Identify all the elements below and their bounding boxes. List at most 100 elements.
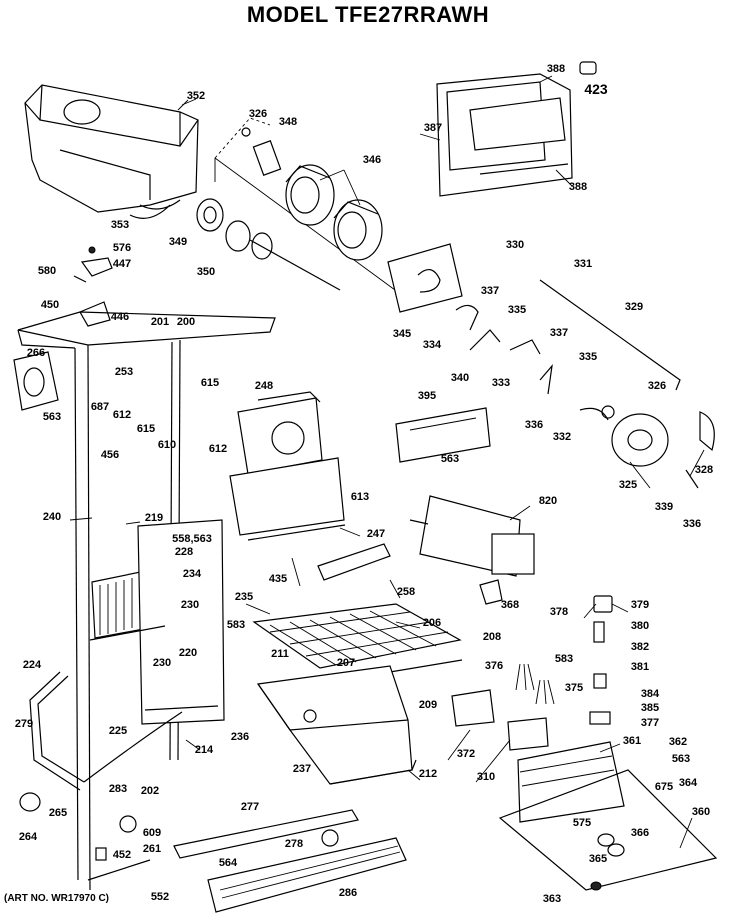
part-label-p200: 200 [177, 316, 195, 328]
part-label-p331: 331 [574, 258, 592, 270]
part-label-p379: 379 [631, 599, 649, 611]
part-label-p363: 363 [543, 893, 561, 905]
part-label-p364: 364 [679, 777, 698, 789]
part-label-p388a: 388 [547, 63, 565, 75]
part-label-p580: 580 [38, 265, 56, 277]
part-label-p446: 446 [111, 311, 129, 323]
part-label-p687: 687 [91, 401, 109, 413]
part-label-p583b: 583 [555, 653, 573, 665]
toe-grille-drawing [95, 809, 407, 913]
part-label-p328: 328 [695, 464, 713, 476]
part-label-p388b: 388 [569, 181, 587, 193]
part-label-p336b: 336 [683, 518, 701, 530]
part-label-p310: 310 [477, 771, 495, 783]
part-label-p277: 277 [241, 801, 259, 813]
part-label-p337b: 337 [550, 327, 568, 339]
part-label-p336a: 336 [525, 419, 543, 431]
part-label-p286: 286 [339, 887, 357, 899]
part-label-p372: 372 [457, 748, 475, 760]
part-label-p333: 333 [492, 377, 510, 389]
part-label-p207: 207 [337, 657, 355, 669]
part-label-p613: 613 [351, 491, 369, 503]
part-label-p240: 240 [43, 511, 61, 523]
part-label-p340: 340 [451, 372, 469, 384]
part-label-p382: 382 [631, 641, 649, 653]
part-label-p361: 361 [623, 735, 641, 747]
part-label-p330: 330 [506, 239, 524, 251]
part-label-p247: 247 [367, 528, 385, 540]
part-label-p615a: 615 [201, 377, 219, 389]
parts-drawing [13, 61, 718, 913]
part-label-p278: 278 [285, 838, 303, 850]
part-label-p366: 366 [631, 827, 649, 839]
part-label-p202: 202 [141, 785, 159, 797]
part-label-p452: 452 [113, 849, 131, 861]
part-label-p375: 375 [565, 682, 583, 694]
part-label-p612a: 612 [113, 409, 131, 421]
part-label-p609: 609 [143, 827, 161, 839]
part-label-p326b: 326 [648, 380, 666, 392]
part-label-p332: 332 [553, 431, 571, 443]
part-label-p236: 236 [231, 731, 249, 743]
part-label-p563c: 563 [672, 753, 690, 765]
part-label-p325: 325 [619, 479, 637, 491]
part-label-p279: 279 [15, 718, 33, 730]
part-label-p265: 265 [49, 807, 67, 819]
part-label-p558: 558,563 [172, 533, 212, 545]
ice-maker-drawing [409, 495, 535, 605]
part-label-p384: 384 [641, 688, 660, 700]
part-label-p348: 348 [279, 116, 297, 128]
part-label-p362: 362 [669, 736, 687, 748]
part-label-p237: 237 [293, 763, 311, 775]
part-label-p220: 220 [179, 647, 197, 659]
part-label-p206: 206 [423, 617, 441, 629]
part-label-p219: 219 [145, 512, 163, 524]
crisper-pan-drawing [256, 665, 417, 785]
part-label-p353: 353 [111, 219, 129, 231]
part-label-p329: 329 [625, 301, 643, 313]
part-label-p346: 346 [363, 154, 381, 166]
dispenser-door-drawing [436, 61, 597, 197]
motor-plate-drawing [387, 243, 463, 313]
part-label-p563b: 563 [441, 453, 459, 465]
part-label-p337a: 337 [481, 285, 499, 297]
part-label-p201: 201 [151, 316, 169, 328]
control-panel-drawing [395, 407, 491, 463]
part-label-p264: 264 [19, 831, 38, 843]
motor-drawing [539, 279, 715, 489]
part-label-p387: 387 [424, 122, 442, 134]
part-label-p209: 209 [419, 699, 437, 711]
part-label-p234: 234 [183, 568, 202, 580]
part-label-p360: 360 [692, 806, 710, 818]
part-label-p381: 381 [631, 661, 649, 673]
part-label-p447: 447 [113, 258, 131, 270]
part-label-p266: 266 [27, 347, 45, 359]
part-label-p820: 820 [539, 495, 557, 507]
part-label-p212: 212 [419, 768, 437, 780]
part-label-p376: 376 [485, 660, 503, 672]
part-label-p385: 385 [641, 702, 659, 714]
art-number: (ART NO. WR17970 C) [4, 893, 110, 904]
evaporator-drawing [89, 519, 225, 725]
part-label-p326a: 326 [249, 108, 267, 120]
part-label-p283: 283 [109, 783, 127, 795]
part-label-p378a: 378 [550, 606, 568, 618]
auger-assembly-drawing [196, 127, 383, 291]
part-label-p235: 235 [235, 591, 253, 603]
part-label-p365: 365 [589, 853, 607, 865]
part-label-p395: 395 [418, 390, 436, 402]
part-label-p248: 248 [255, 380, 273, 392]
part-label-p349: 349 [169, 236, 187, 248]
part-label-p261: 261 [143, 843, 161, 855]
part-label-p339: 339 [655, 501, 673, 513]
part-label-p377: 377 [641, 717, 659, 729]
part-label-p615b: 615 [137, 423, 155, 435]
part-label-p334: 334 [423, 339, 442, 351]
part-label-p380: 380 [631, 620, 649, 632]
part-label-p224: 224 [23, 659, 42, 671]
part-label-p610: 610 [158, 439, 176, 451]
air-duct-drawing [229, 391, 346, 541]
part-label-p435: 435 [269, 573, 287, 585]
part-label-p214: 214 [195, 744, 214, 756]
